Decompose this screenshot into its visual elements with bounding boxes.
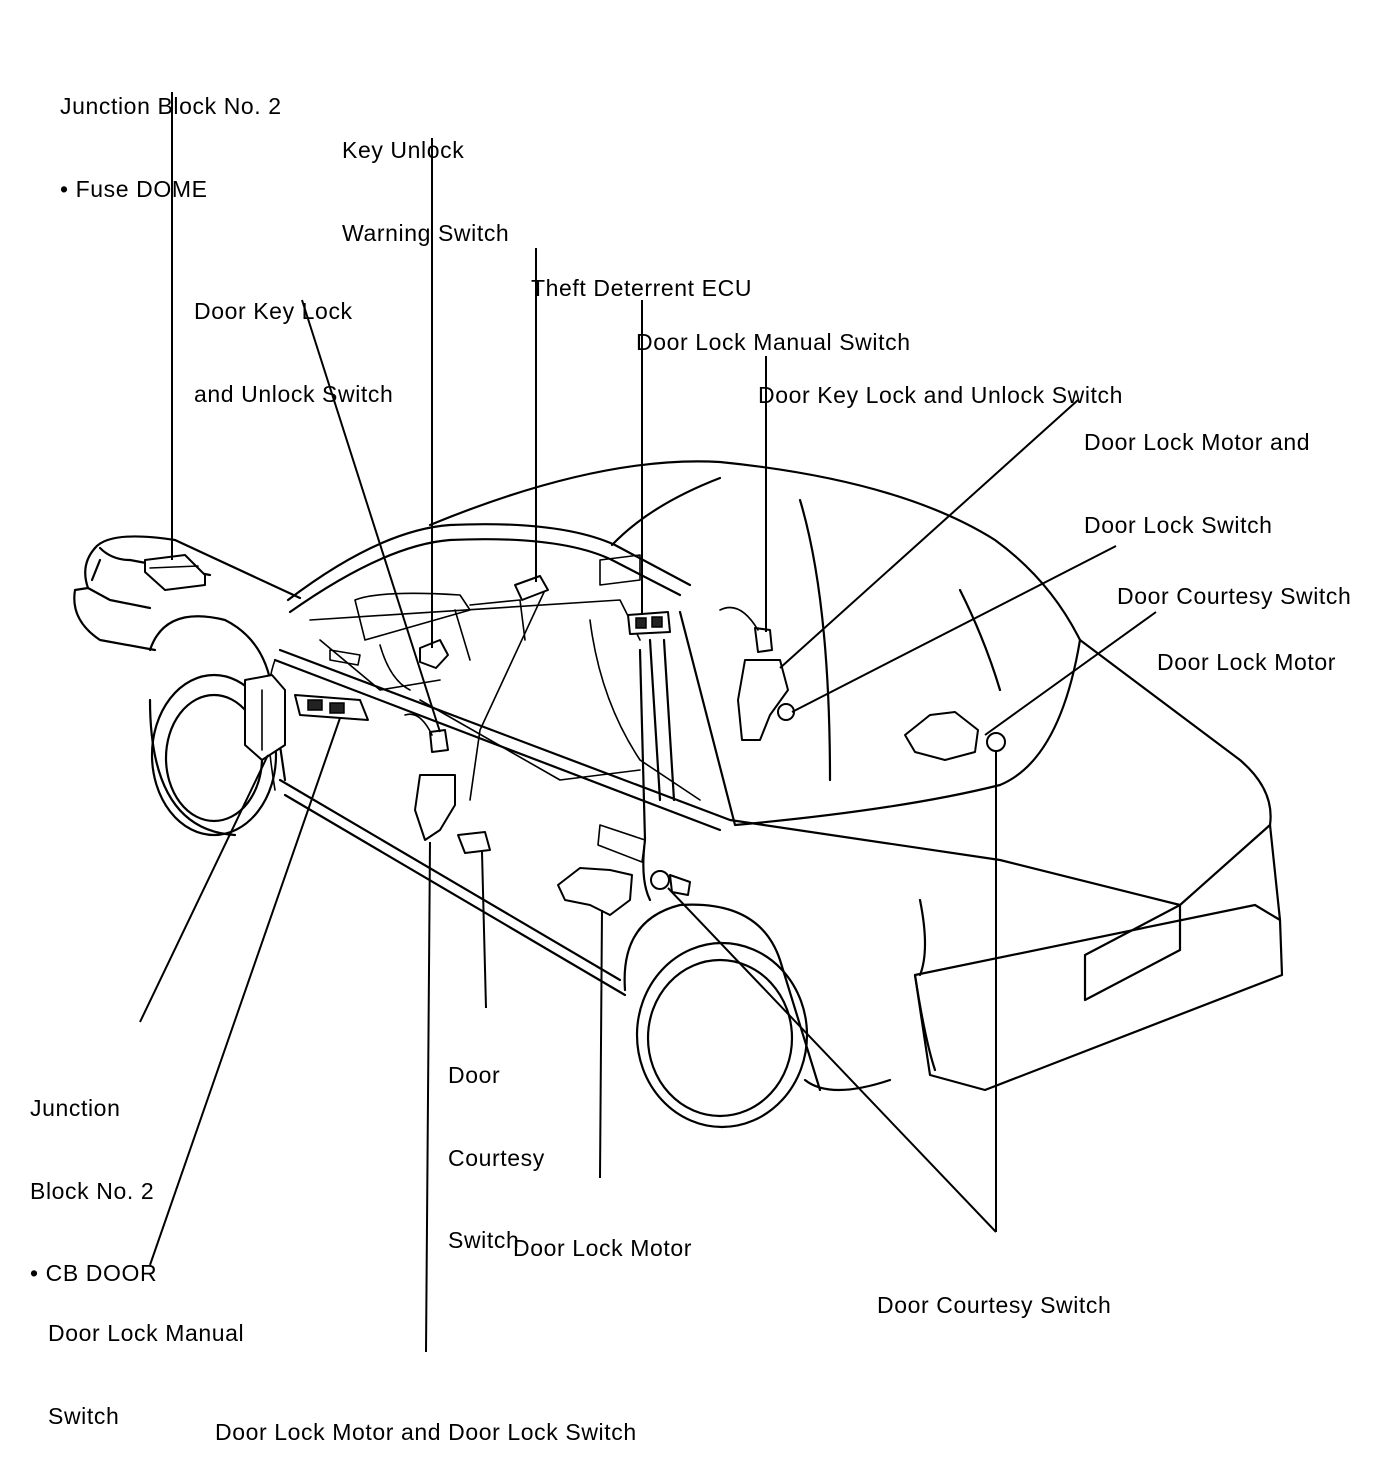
component-door-key-lock-switch-left: [404, 713, 449, 753]
component-door-lock-motor-switch-left: [414, 774, 456, 841]
component-theft-deterrent-ecu: [514, 575, 549, 601]
label-line: Door Key Lock: [194, 298, 353, 324]
label-line: Switch: [48, 1402, 120, 1429]
label-door-lock-manual-switch-left: Door Lock Manual Switch: [48, 1265, 244, 1458]
car-body: [73, 460, 1284, 1129]
label-line: Door Lock Motor and: [1084, 429, 1311, 455]
component-key-unlock-warning-switch: [419, 639, 449, 669]
label-door-courtesy-switch-bottom: Door Courtesy Switch: [877, 1237, 1111, 1347]
label-line: Switch: [448, 1227, 520, 1253]
label-line: Door: [448, 1062, 501, 1088]
label-line: Junction Block No. 2: [60, 93, 282, 119]
label-door-lock-motor-right: Door Lock Motor: [1157, 594, 1336, 704]
component-junction-block-cb-door: [244, 674, 286, 761]
label-theft-deterrent-ecu: Theft Deterrent ECU: [531, 220, 752, 330]
label-line: Door Courtesy Switch: [877, 1292, 1112, 1318]
component-door-courtesy-switch-left: [457, 831, 491, 854]
label-line: Door Lock Motor and Door Lock Switch: [215, 1419, 637, 1445]
label-door-courtesy-switch-right: Door Courtesy Switch: [1117, 528, 1351, 638]
label-line: Door Key Lock and Unlock Switch: [758, 382, 1124, 408]
label-line: Door Lock Switch: [1084, 511, 1273, 538]
label-line: Courtesy: [448, 1144, 545, 1171]
label-line: • Fuse DOME: [60, 175, 208, 202]
label-key-unlock-warning-switch: Key Unlock Warning Switch: [342, 82, 509, 275]
label-line: Door Lock Manual Switch: [636, 329, 911, 355]
label-door-lock-motor-bottom: Door Lock Motor: [513, 1180, 692, 1290]
component-door-lock-manual-switch-right: [627, 611, 671, 635]
label-junction-block-fuse-dome: Junction Block No. 2 • Fuse DOME: [60, 38, 282, 231]
leader-lines: [139, 92, 1157, 1353]
label-door-lock-motor-switch-bottom: Door Lock Motor and Door Lock Switch: [215, 1364, 637, 1474]
component-door-courtesy-switch-rear-left: [650, 870, 691, 896]
label-line: Door Lock Motor: [513, 1235, 693, 1261]
label-line: Door Lock Motor: [1157, 649, 1337, 675]
component-junction-block-dome: [144, 554, 206, 591]
label-door-key-lock-unlock-left: Door Key Lock and Unlock Switch: [194, 243, 393, 436]
label-line: Warning Switch: [342, 219, 510, 246]
label-junction-block-cb-door: Junction Block No. 2 • CB DOOR: [30, 1040, 157, 1315]
label-door-courtesy-switch-center: Door Courtesy Switch: [448, 1007, 545, 1282]
label-line: • CB DOOR: [30, 1260, 158, 1286]
label-line: and Unlock Switch: [194, 380, 394, 407]
label-door-key-lock-unlock-right: Door Key Lock and Unlock Switch: [758, 327, 1123, 437]
label-line: Door Courtesy Switch: [1117, 583, 1352, 609]
label-line: Door Lock Manual: [48, 1320, 245, 1346]
component-door-lock-motor-right-rear: [904, 711, 1006, 761]
label-door-lock-manual-switch-right: Door Lock Manual Switch: [636, 274, 911, 384]
label-door-lock-motor-switch-right: Door Lock Motor and Door Lock Switch: [1084, 374, 1310, 567]
component-door-lock-manual-switch-left: [294, 694, 369, 721]
label-line: Key Unlock: [342, 137, 465, 163]
component-door-lock-motor-rear-left: [557, 867, 633, 916]
label-line: Block No. 2: [30, 1177, 155, 1204]
label-line: Junction: [30, 1095, 121, 1121]
label-line: Theft Deterrent ECU: [531, 275, 753, 301]
component-door-lock-motor-switch-right: [719, 606, 795, 741]
